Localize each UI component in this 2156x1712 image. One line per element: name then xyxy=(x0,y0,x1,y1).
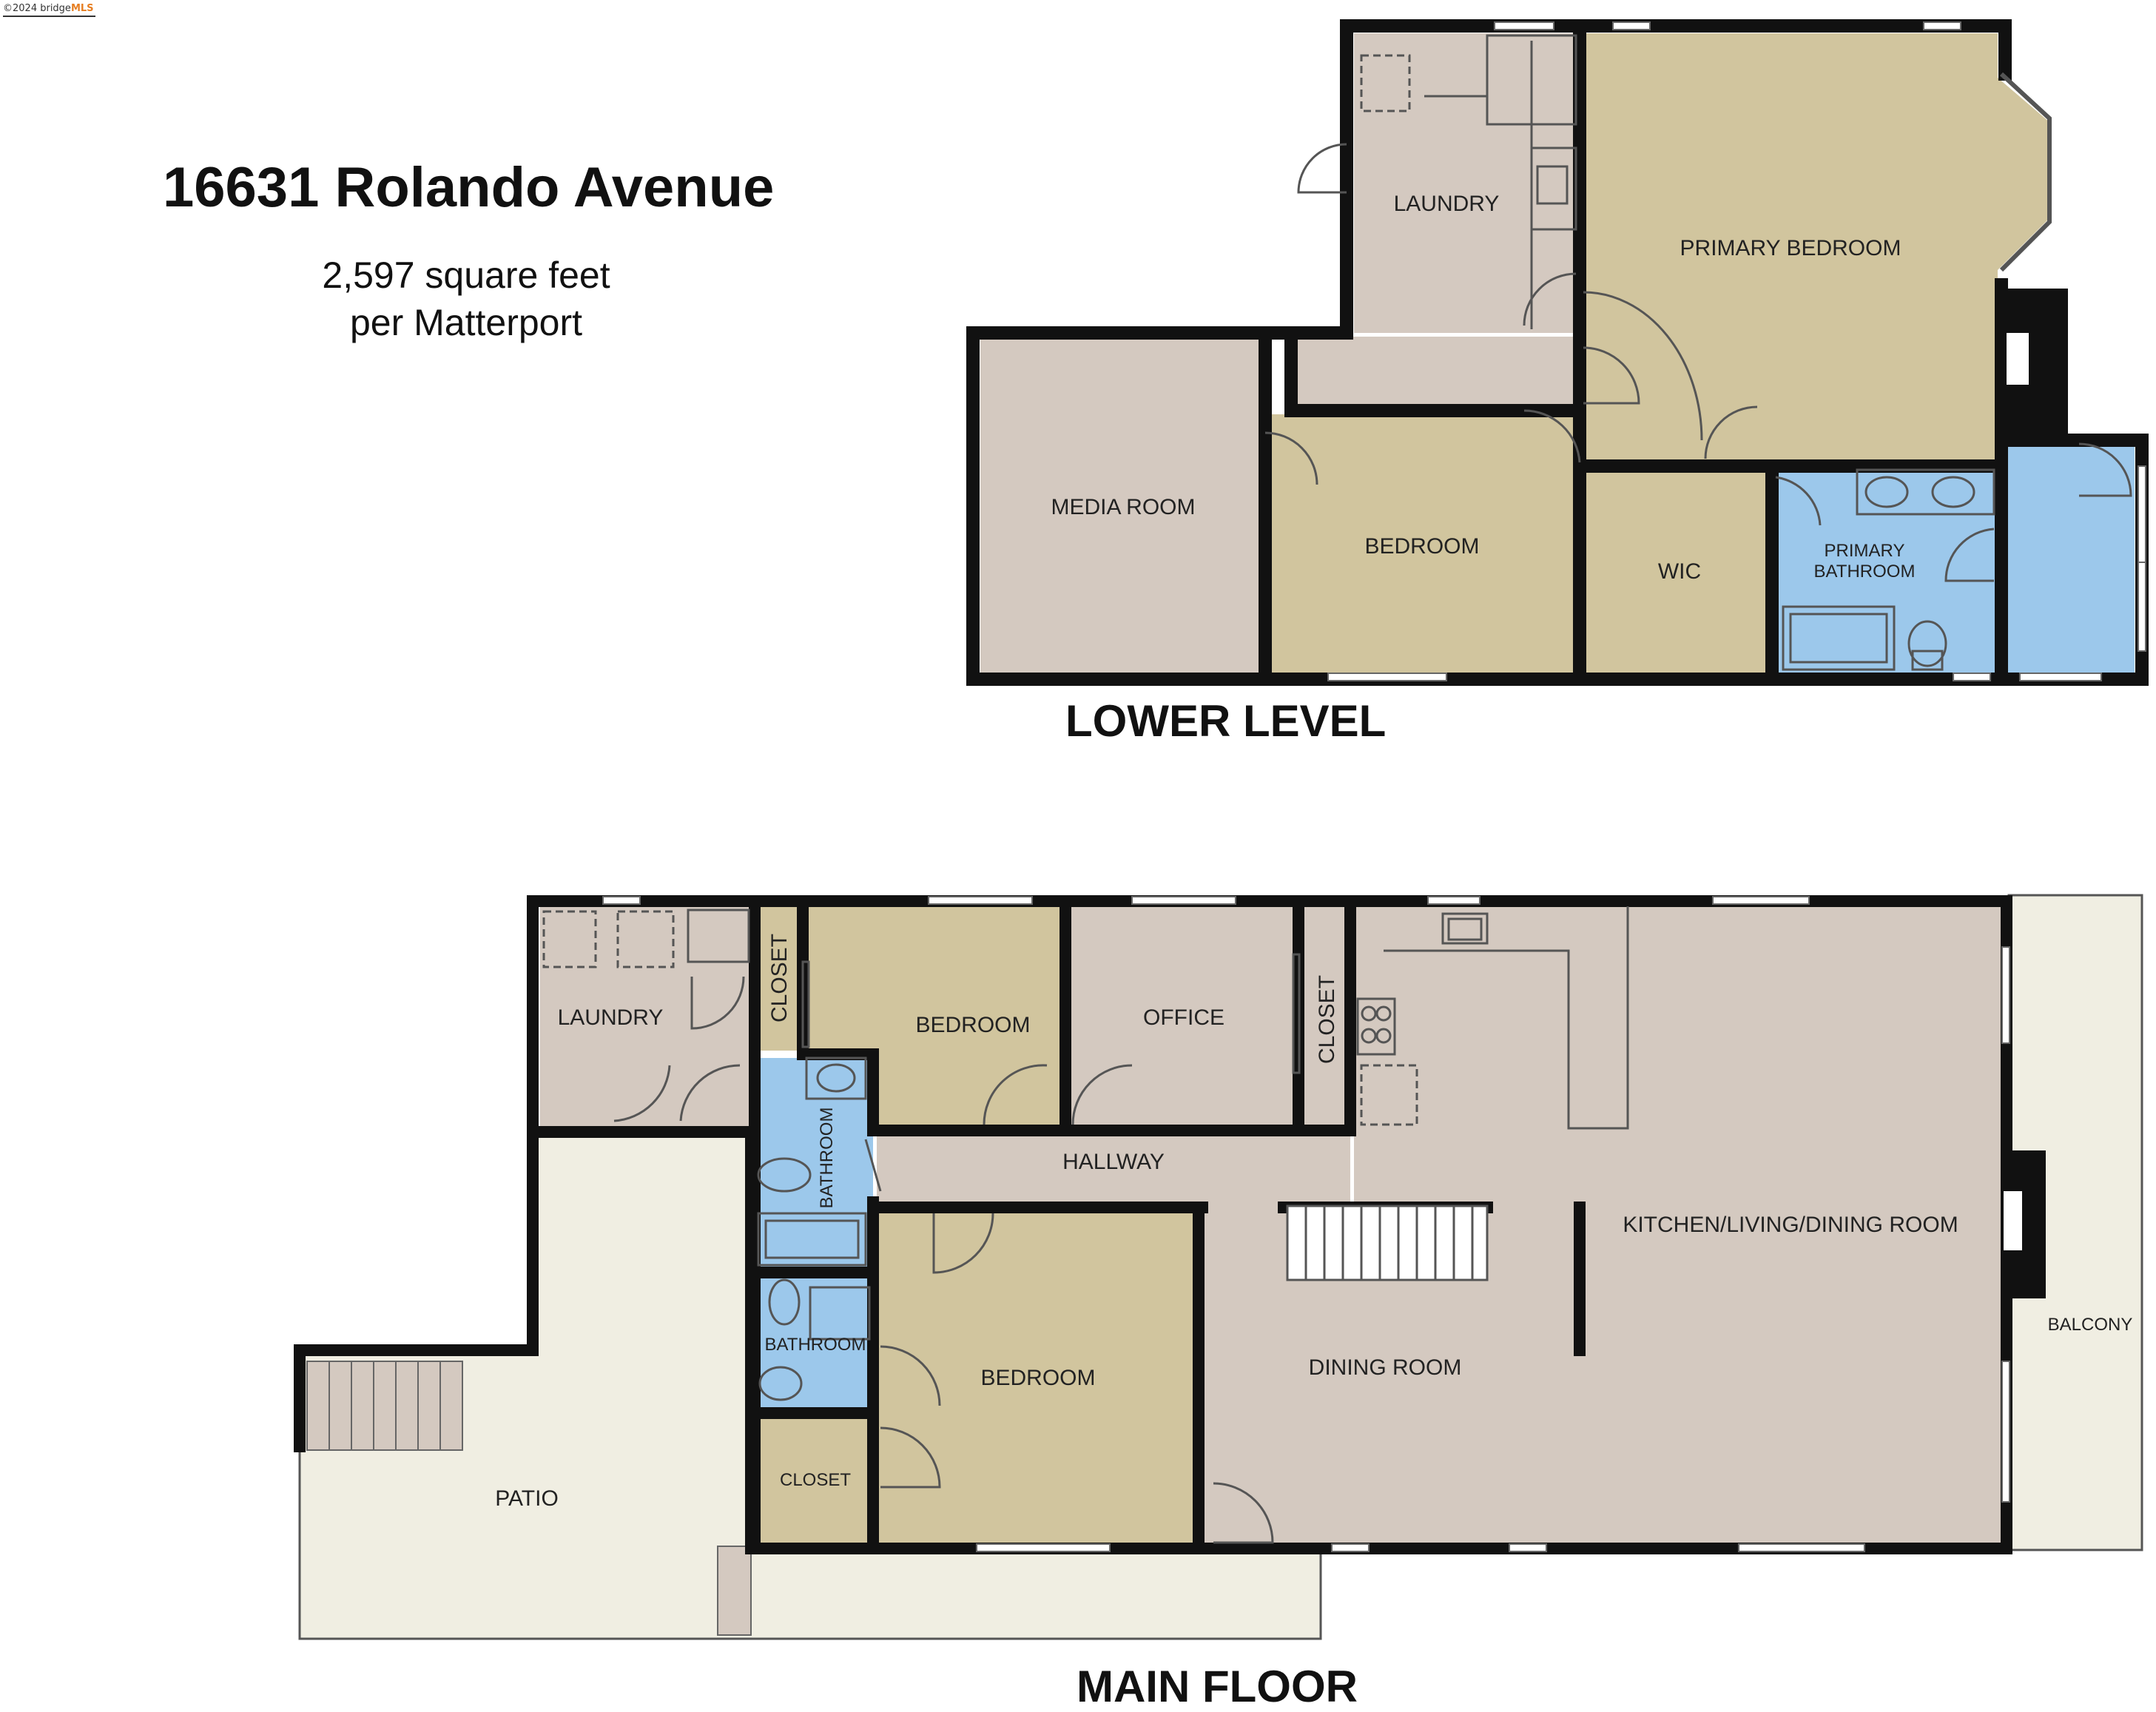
lower-laundry-room xyxy=(1354,33,1580,333)
main-bedroom-1-label: BEDROOM xyxy=(915,1013,1030,1037)
main-hallway-label: HALLWAY xyxy=(1062,1150,1165,1174)
lower-wic-room xyxy=(1583,470,1772,673)
main-closet-2-room xyxy=(1302,906,1350,1128)
lower-primary-bathroom-label-2: BATHROOM xyxy=(1814,562,1916,582)
main-kitchen-living-dining-label: KITCHEN/LIVING/DINING ROOM xyxy=(1623,1213,1958,1237)
lower-level-plan: LAUNDRY PRIMARY BEDROOM MEDIA ROOM BEDRO… xyxy=(966,19,2149,686)
main-dining-room-label: DINING ROOM xyxy=(1309,1355,1462,1380)
balcony-label: BALCONY xyxy=(2048,1315,2133,1335)
main-floor-label: MAIN FLOOR xyxy=(1077,1662,1358,1711)
main-closet-1-label: CLOSET xyxy=(767,934,792,1022)
patio-stairs xyxy=(306,1361,752,1636)
main-closet-3-room xyxy=(755,1413,873,1543)
main-closet-3-label: CLOSET xyxy=(780,1470,851,1490)
main-office-label: OFFICE xyxy=(1143,1005,1224,1030)
square-footage: 2,597 square feet per Matterport xyxy=(222,252,710,346)
lower-bedroom-room xyxy=(1265,414,1580,673)
main-bathroom-2-label: BATHROOM xyxy=(765,1335,866,1355)
lower-level-label: LOWER LEVEL xyxy=(1065,696,1387,746)
lower-primary-bedroom-room xyxy=(1583,33,2049,462)
main-hallway xyxy=(877,1132,1350,1202)
lower-corridor xyxy=(1291,337,1580,411)
area-text: 2,597 square feet xyxy=(322,255,610,296)
main-laundry-room xyxy=(540,906,755,1132)
patio-label: PATIO xyxy=(495,1486,559,1511)
lower-media-room-label: MEDIA ROOM xyxy=(1051,495,1195,519)
lower-bedroom-label: BEDROOM xyxy=(1364,534,1479,559)
area-source: per Matterport xyxy=(349,302,582,343)
lower-primary-bedroom-label: PRIMARY BEDROOM xyxy=(1680,236,1901,260)
lower-wic-label: WIC xyxy=(1658,559,1701,584)
main-bathroom-1-label: BATHROOM xyxy=(817,1108,837,1209)
main-floor-plan: LAUNDRY BEDROOM OFFICE HALLWAY KITCHEN/L… xyxy=(294,894,2143,1640)
interior-stairs xyxy=(1286,1204,1489,1281)
main-bathroom-2-room xyxy=(755,1276,873,1409)
main-bathroom-1-room xyxy=(755,1058,873,1273)
main-office-room xyxy=(1069,906,1298,1128)
watermark: ©2024 bridgeMLS xyxy=(3,3,95,17)
lower-laundry-label: LAUNDRY xyxy=(1394,192,1500,216)
lower-bath-annex xyxy=(2005,440,2135,673)
property-address: 16631 Rolando Avenue xyxy=(163,156,775,219)
main-closet-2-label: CLOSET xyxy=(1315,975,1339,1064)
main-laundry-label: LAUNDRY xyxy=(558,1005,664,1030)
main-closet-1-room xyxy=(758,906,803,1051)
lower-media-room xyxy=(980,337,1261,673)
main-bedroom-2-label: BEDROOM xyxy=(980,1366,1095,1390)
lower-primary-bathroom-label-1: PRIMARY xyxy=(1825,541,1905,561)
